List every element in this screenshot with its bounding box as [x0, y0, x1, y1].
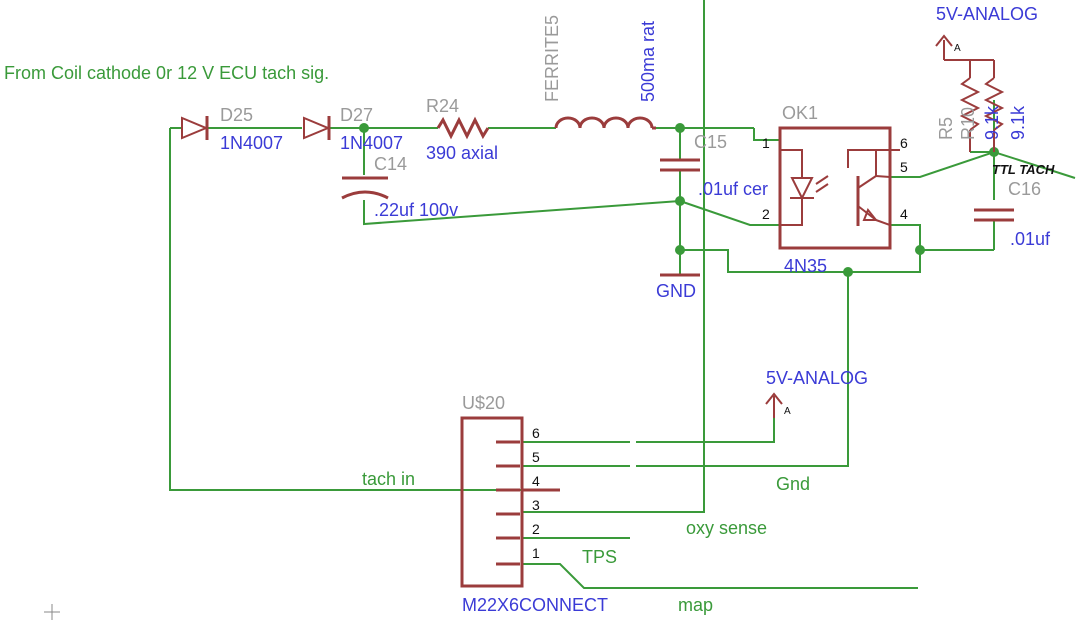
r10-name: R10 [958, 107, 978, 140]
u20-value: M22X6CONNECT [462, 595, 608, 615]
origin-crosses [44, 604, 60, 620]
optocoupler-ok1 [778, 126, 900, 250]
u20-pin-5: 5 [532, 449, 540, 465]
diode-d27 [303, 116, 331, 140]
ok1-pin-4: 4 [900, 206, 908, 222]
capacitor-c15 [660, 158, 700, 172]
resistors-r5-r10 [935, 34, 1005, 152]
c15-name: C15 [694, 132, 727, 152]
ok1-name: OK1 [782, 103, 818, 123]
inductor-ferrite [554, 116, 656, 130]
d25-name: D25 [220, 105, 253, 125]
capacitor-c16 [974, 208, 1014, 222]
gnd-label: GND [656, 281, 696, 301]
net-map: map [678, 595, 713, 615]
d27-name: D27 [340, 105, 373, 125]
diode-d25 [181, 116, 209, 140]
capacitor-c14 [341, 176, 389, 200]
ttl-tach-label: TTL TACH [992, 162, 1055, 177]
u20-pin-4: 4 [532, 473, 540, 489]
source-note-label: From Coil cathode 0r 12 V ECU tach sig. [4, 63, 329, 83]
ok1-value: 4N35 [784, 256, 827, 276]
supply-top-label: 5V-ANALOG [936, 4, 1038, 24]
wires [169, 0, 1076, 589]
u20-pin-6: 6 [532, 425, 540, 441]
r24-name: R24 [426, 96, 459, 116]
net-oxy-sense: oxy sense [686, 518, 767, 538]
d25-value: 1N4007 [220, 133, 283, 153]
u20-pin-2: 2 [532, 521, 540, 537]
supply-symbol-mid [765, 392, 783, 418]
c16-value: .01uf [1010, 229, 1051, 249]
r5-value: 9.1k [982, 105, 1002, 140]
ferrite-name: FERRITE5 [542, 15, 562, 102]
net-tps: TPS [582, 547, 617, 567]
c15-value: .01uf cer [698, 179, 768, 199]
supply-mid-pin-letter: A [784, 406, 791, 417]
supply-mid-label: 5V-ANALOG [766, 368, 868, 388]
ok1-pin-5: 5 [900, 159, 908, 175]
ok1-pin-6: 6 [900, 135, 908, 151]
ferrite-value: 500ma rat [638, 21, 658, 102]
supply-top-pin-letter: A [954, 43, 961, 54]
u20-pin-3: 3 [532, 497, 540, 513]
d27-value: 1N4007 [340, 133, 403, 153]
r5-name: R5 [936, 117, 956, 140]
c14-name: C14 [374, 154, 407, 174]
c14-value: .22uf 100v [374, 200, 458, 220]
u20-name: U$20 [462, 393, 505, 413]
connector-u20 [460, 416, 560, 588]
r24-value: 390 axial [426, 143, 498, 163]
r10-value: 9.1k [1008, 105, 1028, 140]
ok1-pin-2: 2 [762, 206, 770, 222]
c16-name: C16 [1008, 179, 1041, 199]
net-tach-in: tach in [362, 469, 415, 489]
junctions [359, 123, 999, 277]
net-gnd: Gnd [776, 474, 810, 494]
u20-pin-1: 1 [532, 545, 540, 561]
ok1-pin-1: 1 [762, 135, 770, 151]
resistor-r24 [436, 116, 490, 140]
